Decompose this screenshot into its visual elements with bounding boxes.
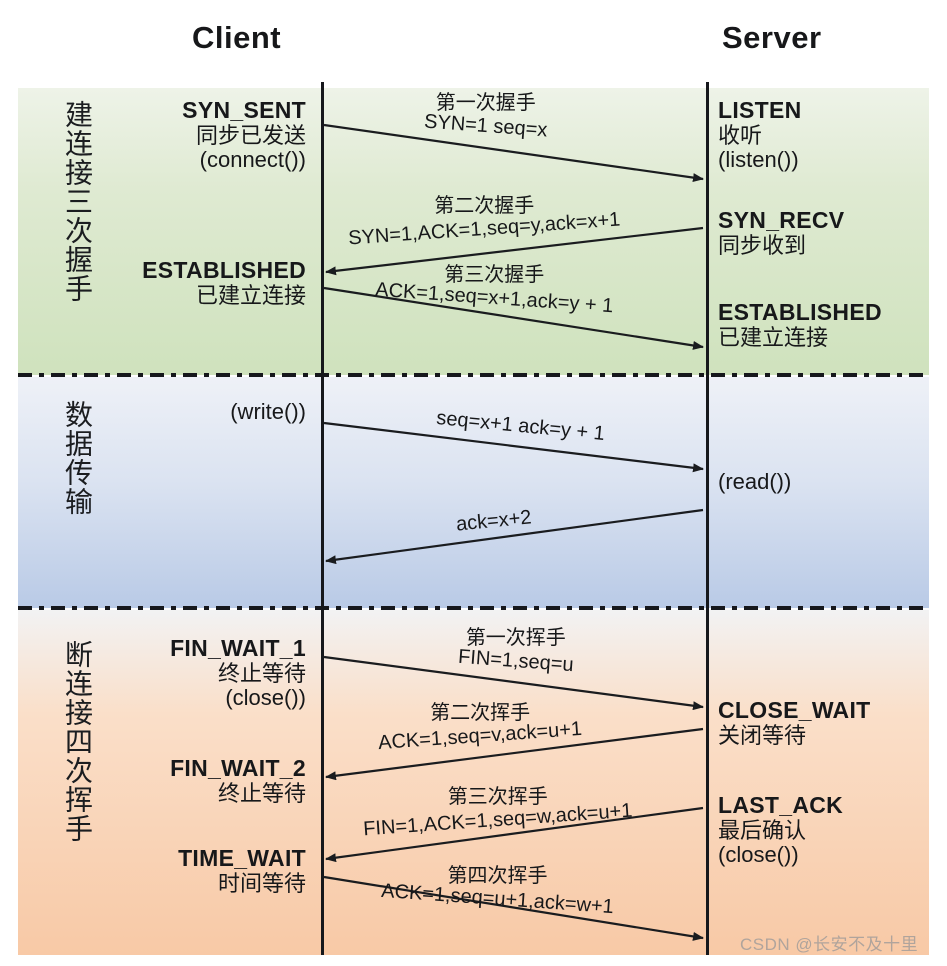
client-state-fin-wait-2: FIN_WAIT_2 终止等待 bbox=[170, 755, 306, 806]
phase-separator-upper bbox=[18, 373, 929, 377]
state-chinese: 最后确认 bbox=[718, 817, 807, 843]
message-label-close-1: 第一次挥手 FIN=1,seq=u bbox=[457, 627, 574, 676]
client-state-fin-wait-1: FIN_WAIT_1 终止等待 (close()) bbox=[170, 635, 306, 711]
server-title: Server bbox=[722, 20, 822, 55]
csdn-watermark: CSDN @长安不及十里 bbox=[740, 935, 919, 954]
message-label-handshake-1: 第一次握手 SYN=1 seq=x bbox=[423, 92, 548, 141]
message-flags: ack=x+2 bbox=[455, 506, 533, 536]
server-state-syn-recv: SYN_RECV 同步收到 bbox=[718, 207, 845, 258]
state-code: TIME_WAIT bbox=[178, 845, 306, 871]
client-state-syn-sent: SYN_SENT 同步已发送 (connect()) bbox=[182, 97, 306, 173]
message-flags: SYN=1 seq=x bbox=[423, 110, 549, 142]
client-state-time-wait: TIME_WAIT 时间等待 bbox=[178, 845, 306, 896]
server-state-read: (read()) bbox=[718, 469, 792, 495]
state-code: SYN_SENT bbox=[182, 97, 306, 123]
state-code: FIN_WAIT_1 bbox=[170, 635, 306, 661]
server-state-last-ack: LAST_ACK 最后确认 (close()) bbox=[718, 792, 844, 868]
state-code: SYN_RECV bbox=[718, 207, 845, 233]
message-label-handshake-2: 第二次握手 SYN=1,ACK=1,seq=y,ack=x+1 bbox=[348, 195, 621, 249]
message-title: 第三次握手 bbox=[444, 264, 545, 286]
state-syscall: (listen()) bbox=[718, 147, 799, 173]
state-chinese: 已建立连接 bbox=[195, 282, 306, 308]
state-code: ESTABLISHED bbox=[718, 299, 882, 325]
state-chinese: 已建立连接 bbox=[718, 324, 829, 350]
state-chinese: 同步已发送 bbox=[195, 122, 306, 148]
message-label-close-3: 第三次挥手 FIN=1,ACK=1,seq=w,ack=u+1 bbox=[363, 786, 633, 840]
state-code: LAST_ACK bbox=[718, 792, 844, 818]
state-syscall: (connect()) bbox=[199, 147, 306, 173]
state-code: CLOSE_WAIT bbox=[718, 697, 871, 723]
phase-separator-lower bbox=[18, 606, 929, 610]
state-chinese: 同步收到 bbox=[718, 232, 807, 258]
state-syscall: (read()) bbox=[718, 469, 792, 494]
client-lifeline bbox=[321, 82, 324, 955]
server-state-close-wait: CLOSE_WAIT 关闭等待 bbox=[718, 697, 871, 748]
client-state-write: (write()) bbox=[230, 399, 306, 425]
message-title: 第三次挥手 bbox=[447, 786, 548, 808]
state-chinese: 关闭等待 bbox=[718, 722, 807, 748]
state-syscall: (write()) bbox=[230, 399, 306, 424]
server-lifeline bbox=[706, 82, 709, 955]
message-label-close-2: 第二次挥手 ACK=1,seq=v,ack=u+1 bbox=[377, 702, 582, 754]
message-flags: FIN=1,seq=u bbox=[457, 645, 575, 677]
server-state-established: ESTABLISHED 已建立连接 bbox=[718, 299, 882, 350]
state-chinese: 收听 bbox=[718, 122, 763, 148]
message-title: 第二次挥手 bbox=[430, 702, 531, 724]
message-title: 第四次挥手 bbox=[447, 865, 548, 887]
state-chinese: 时间等待 bbox=[217, 870, 306, 896]
message-label-close-4: 第四次挥手 ACK=1,seq=u+1,ack=w+1 bbox=[381, 865, 615, 918]
state-chinese: 终止等待 bbox=[217, 660, 306, 686]
client-state-established: ESTABLISHED 已建立连接 bbox=[142, 257, 306, 308]
phase-label-data-transfer: 数据传输 bbox=[62, 400, 93, 516]
message-label-handshake-3: 第三次握手 ACK=1,seq=x+1,ack=y + 1 bbox=[375, 264, 614, 317]
message-title: 第二次握手 bbox=[434, 195, 535, 217]
message-title: 第一次握手 bbox=[435, 92, 536, 114]
message-label-data-2: ack=x+2 bbox=[455, 506, 532, 535]
client-title: Client bbox=[192, 20, 282, 55]
state-code: LISTEN bbox=[718, 97, 802, 123]
state-chinese: 终止等待 bbox=[217, 780, 306, 806]
state-code: ESTABLISHED bbox=[142, 257, 306, 283]
state-code: FIN_WAIT_2 bbox=[170, 755, 306, 781]
phase-band-data-transfer bbox=[18, 377, 929, 608]
server-state-listen: LISTEN 收听 (listen()) bbox=[718, 97, 802, 173]
message-title: 第一次挥手 bbox=[465, 627, 566, 649]
state-syscall: (close()) bbox=[718, 842, 799, 868]
phase-label-handshake: 建连接三次握手 bbox=[62, 100, 93, 303]
state-syscall: (close()) bbox=[225, 685, 306, 711]
phase-label-close: 断连接四次挥手 bbox=[62, 640, 93, 843]
message-label-data-1: seq=x+1 ack=y + 1 bbox=[435, 407, 605, 445]
